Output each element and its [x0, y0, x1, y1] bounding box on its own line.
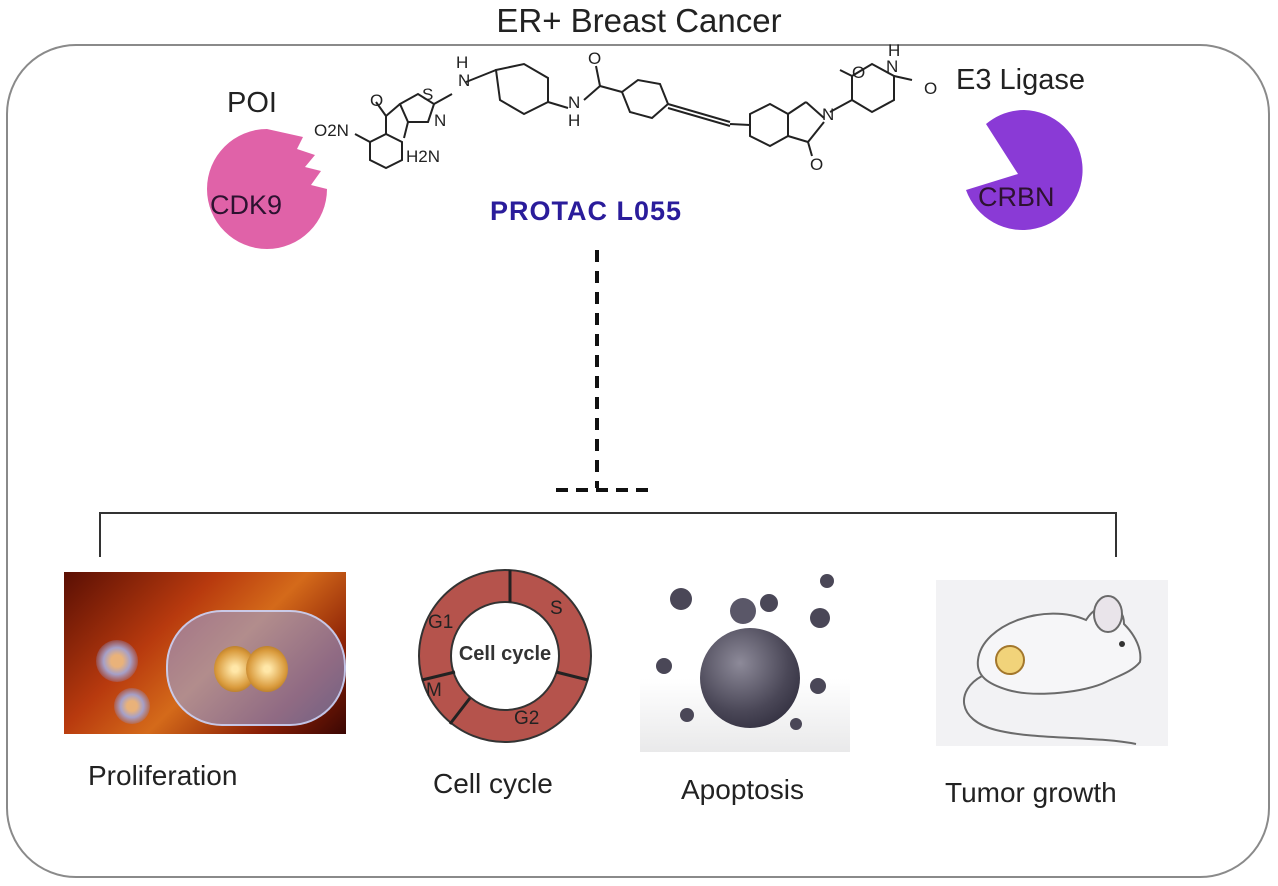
apoptotic-body-5	[656, 658, 672, 674]
proliferation-label: Proliferation	[88, 760, 238, 791]
proliferation-image	[64, 572, 346, 734]
cdk9-shape	[207, 129, 327, 249]
atom-n-imide: N	[886, 57, 898, 76]
cell-cycle-ring	[419, 570, 591, 742]
apoptotic-body-6	[680, 708, 694, 722]
cdk9-label: CDK9	[210, 190, 283, 220]
ring-inner-edge	[450, 601, 560, 711]
apoptosis-label: Apoptosis	[681, 774, 804, 805]
phase-g1: G1	[428, 612, 453, 633]
apoptotic-body-4	[820, 574, 834, 588]
tumor-growth-label: Tumor growth	[945, 777, 1117, 808]
benzene-ring	[620, 78, 670, 120]
atom-h-3: H	[888, 42, 900, 60]
crbn-shape	[966, 110, 1083, 230]
atom-s: S	[422, 85, 433, 104]
ring-outer-edge	[418, 569, 592, 743]
atom-o-lactam: O	[810, 155, 823, 174]
atom-o-imide-2: O	[924, 79, 937, 98]
inhibition-arrow	[556, 250, 652, 492]
bracket-line	[99, 512, 1117, 557]
cell-cycle-center-text: Cell cycle	[459, 643, 551, 665]
cyclohexane-ring	[494, 62, 549, 116]
outer-frame	[6, 44, 1270, 878]
apoptotic-body-3	[810, 608, 830, 628]
cdk9-pacman-icon	[207, 129, 327, 249]
mouse-tail	[962, 675, 1137, 745]
phase-m: M	[426, 680, 442, 701]
nitrophenyl-ring	[369, 132, 403, 170]
tumor-mass	[995, 645, 1025, 675]
e3-ligase-label: E3 Ligase	[956, 64, 1085, 96]
divider-g2-m	[448, 697, 472, 725]
atom-o-imide-1: O	[852, 63, 865, 82]
cell-cycle-label: Cell cycle	[433, 768, 553, 799]
phase-s: S	[550, 598, 563, 619]
mouse-eye	[1119, 641, 1125, 647]
atom-h-1: H	[456, 53, 468, 72]
tumor-growth-image	[936, 580, 1168, 746]
crbn-label: CRBN	[978, 182, 1055, 212]
figure-title: ER+ Breast Cancer	[496, 2, 782, 39]
atom-n-1: N	[458, 71, 470, 90]
atom-o-ketone: O	[370, 91, 383, 110]
protac-name: PROTAC L055	[490, 196, 683, 226]
apoptotic-body-7	[810, 678, 826, 694]
apoptotic-body-9	[790, 718, 802, 730]
crbn-pacman-icon	[966, 110, 1083, 230]
atom-o2n: O2N	[314, 121, 349, 140]
atom-h2n: H2N	[406, 147, 440, 166]
apoptotic-body-2	[760, 594, 778, 612]
small-cell-2	[114, 688, 150, 724]
apoptotic-cell-body	[700, 628, 800, 728]
isoindoline-ring	[749, 102, 789, 148]
apoptosis-image	[640, 568, 850, 752]
atom-n-thiazole: N	[434, 111, 446, 130]
atom-n-amide: N	[568, 93, 580, 112]
thiazole-ring	[398, 92, 436, 123]
outcome-bracket	[99, 512, 1117, 557]
divider-m-g1	[421, 670, 456, 682]
small-cell-1	[96, 640, 138, 682]
mouse-icon	[962, 595, 1142, 745]
cell-cycle-diagram: Cell cycle G1 S G2 M	[418, 569, 592, 743]
atom-o-amide: O	[588, 49, 601, 68]
protac-structure: O2N O S N H2N H N O H N O H N O N O	[314, 42, 937, 174]
nucleus-2	[246, 646, 288, 692]
mouse-ear	[1093, 595, 1123, 633]
atom-n-lactam: N	[822, 105, 834, 124]
atom-h-2: H	[568, 111, 580, 130]
divider-s-g2	[555, 670, 589, 682]
apoptotic-body-8	[730, 598, 756, 624]
apoptotic-body-1	[670, 588, 692, 610]
phase-g2: G2	[514, 708, 539, 729]
poi-label: POI	[227, 87, 277, 119]
